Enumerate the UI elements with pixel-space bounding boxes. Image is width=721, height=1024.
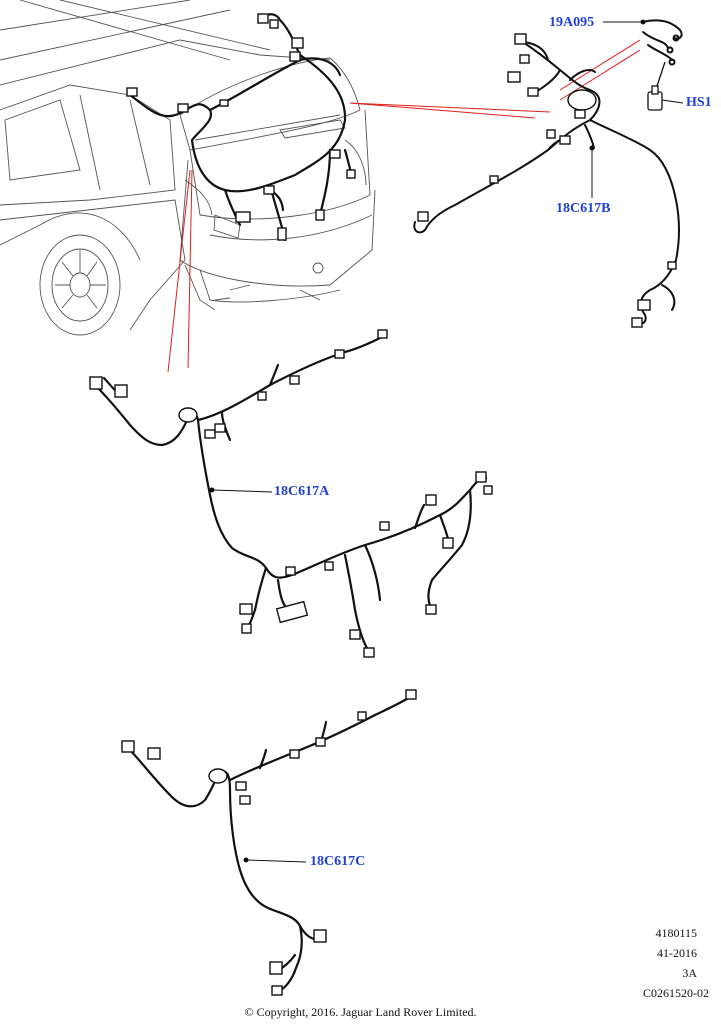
callout-18c617c[interactable]: 18C617C xyxy=(310,854,366,869)
harness-18c617c-connectors xyxy=(121,689,417,996)
hs1-fastener xyxy=(647,61,666,111)
diagram-sheet: 3A xyxy=(682,966,697,980)
harness-vehicle-connectors xyxy=(126,13,356,241)
copyright-notice: © Copyright, 2016. Jaguar Land Rover Lim… xyxy=(244,1005,477,1019)
harness-19a095 xyxy=(642,19,683,66)
callout-18c617b[interactable]: 18C617B xyxy=(556,201,611,216)
callout-19a095[interactable]: 19A095 xyxy=(549,15,595,30)
callout-18c617a[interactable]: 18C617A xyxy=(274,484,330,499)
harness-18c617a-connectors xyxy=(89,329,493,658)
harness-18c617b-connectors xyxy=(417,33,677,328)
callout-pointers xyxy=(209,19,684,863)
harness-18c617b xyxy=(413,39,680,325)
leader-lines xyxy=(167,39,641,373)
harness-18c617c xyxy=(126,694,414,994)
callout-hs1[interactable]: HS1 xyxy=(686,95,712,110)
diagram-number: 4180115 xyxy=(655,926,697,940)
harness-in-vehicle xyxy=(128,13,354,242)
vehicle-outline xyxy=(0,0,376,336)
diagram-date-code: 41-2016 xyxy=(657,946,697,960)
diagram-reference: C0261520-02 xyxy=(643,986,709,1000)
